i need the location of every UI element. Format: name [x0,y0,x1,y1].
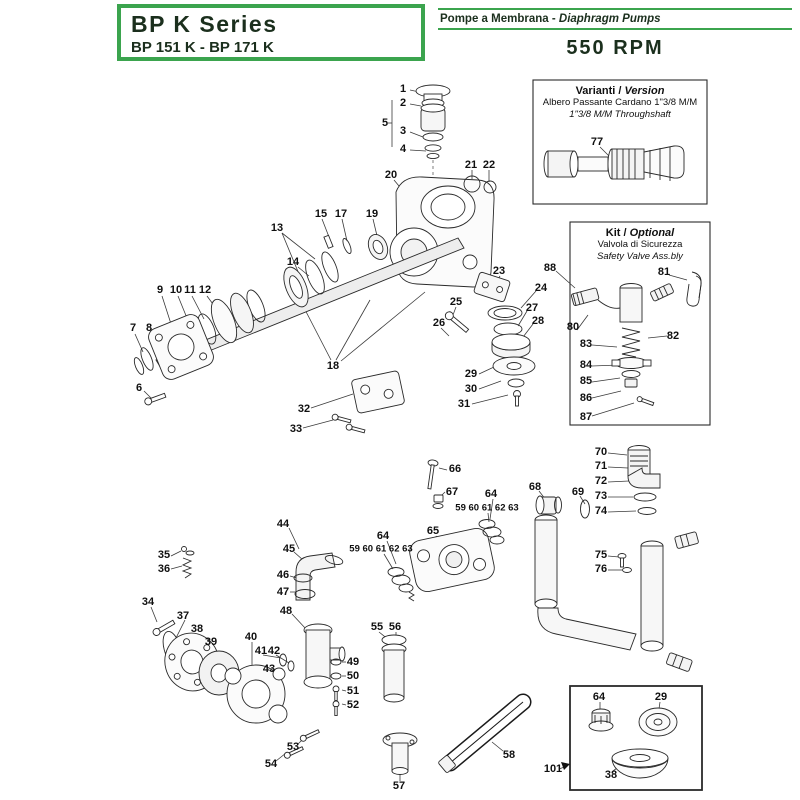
header-rule-bottom [438,28,792,30]
safety-valve-kit [570,271,702,407]
variant-line2: 1"3/8 M/M Throughshaft [569,108,671,120]
mounting-bracket [351,370,405,414]
variant-box-frame [532,79,708,205]
kit-box-text: Kit / Optional Valvola di Sicurezza Safe… [572,227,708,263]
variant-line1: Albero Passante Cardano 1"3/8 M/M [542,97,698,108]
kit-title-en: Optional [629,227,675,239]
variant-box-title: Varianti / Version [535,85,705,97]
bearing-flange-assembly [152,619,240,696]
fasteners-column [330,658,342,716]
suction-valve-stack [415,84,451,184]
series-title: BP K Series [131,11,278,37]
manifold-fasteners [617,553,632,573]
manifold-pipes [534,514,699,672]
head-screw [444,311,470,334]
pump-type-italian: Pompe a Membrana [440,13,549,25]
pump-type-header: Pompe a Membrana - Diaphragm Pumps 550 R… [438,8,792,60]
pump-type-separator: - [548,13,559,25]
header-rule-top [438,8,792,10]
variant-title-it: Varianti [575,85,616,97]
inset-box-frame [569,685,703,791]
variant-title-en: Version [624,85,665,97]
kit-title-sep: / [620,227,630,239]
kit-title-it: Kit [605,227,621,239]
valve-kit-right [478,519,505,545]
series-subtitle: BP 151 K - BP 171 K [131,39,274,56]
valve-kit-left [387,567,415,602]
port-fitting [535,495,590,519]
bottom-port [382,732,418,775]
lower-pump-body [409,528,495,592]
kit-box-frame [569,221,711,426]
center-manifold [303,623,346,689]
port-screws [283,729,320,759]
bracket-screws [331,413,366,434]
cover-screw [427,459,444,509]
valve-spring [181,546,195,579]
lower-pump-housing [224,664,288,724]
inset-parts-art [588,707,678,779]
pump-type-english: Diaphragm Pumps [558,13,661,25]
pump-head-body [389,176,495,288]
pump-type-text: Pompe a Membrana - Diaphragm Pumps [438,10,792,28]
head-orings [463,175,497,194]
kit-line1: Valvola di Sicurezza [597,239,683,250]
small-rings [279,653,295,672]
kit-line2: Safety Valve Ass.bly [597,250,683,262]
accumulator-stack [473,271,536,407]
variant-title-sep: / [615,85,625,97]
rpm-label: 550 RPM [566,37,664,59]
hose-loop [438,693,532,773]
suction-elbow [293,552,344,601]
series-title-box: BP K Series BP 151 K - BP 171 K [117,4,425,61]
arrow-101 [561,762,570,770]
kit-box-title: Kit / Optional [572,227,708,239]
delivery-pipe [381,634,407,703]
throughshaft-art [543,145,685,181]
delivery-elbow-top [627,445,661,515]
variant-box-text: Varianti / Version Albero Passante Carda… [535,85,705,121]
crankshaft-assembly [133,234,465,406]
